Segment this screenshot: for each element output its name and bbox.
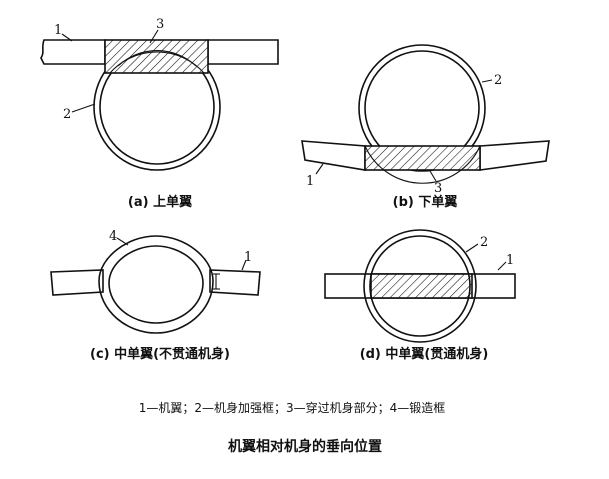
- caption-b: (b) 下单翼: [393, 194, 458, 210]
- wing-left: [40, 39, 106, 65]
- label-frame: 2: [494, 73, 502, 88]
- through-fuselage-part: [104, 39, 209, 74]
- fuselage-frame-outer: [363, 229, 477, 343]
- diagram-d-mid-wing-through: 2 1 (d) 中单翼(贯通机身): [324, 229, 516, 362]
- caption-d: (d) 中单翼(贯通机身): [360, 346, 489, 362]
- diagram-a-high-wing: 1 3 2 (a) 上单翼: [40, 17, 279, 210]
- figure-title: 机翼相对机身的垂向位置: [228, 438, 382, 455]
- fuselage-frame-inner: [369, 235, 471, 337]
- label-wing: 1: [506, 253, 514, 268]
- label-wing: 1: [306, 174, 314, 189]
- figure-legend: 1—机翼；2—机身加强框；3—穿过机身部分；4—锻造框: [139, 400, 446, 415]
- label-through: 3: [434, 181, 442, 196]
- diagram-b-low-wing: 2 1 3 (b) 下单翼: [301, 44, 550, 210]
- label-frame: 2: [63, 107, 71, 122]
- fuselage-frame-outer: [358, 44, 486, 172]
- label-frame: 2: [480, 235, 488, 250]
- wing-right: [207, 39, 279, 65]
- caption-c: (c) 中单翼(不贯通机身): [90, 346, 230, 362]
- label-forged: 4: [109, 229, 117, 244]
- label-wing: 1: [54, 23, 62, 38]
- forged-frame-inner: [108, 245, 204, 324]
- label-wing: 1: [244, 250, 252, 265]
- caption-a: (a) 上单翼: [128, 194, 192, 210]
- wing-left: [301, 140, 366, 171]
- through-fuselage-part: [364, 145, 481, 171]
- label-through: 3: [156, 17, 164, 32]
- through-fuselage-part: [370, 273, 473, 299]
- diagram-c-mid-wing-not-through: 4 1 (c) 中单翼(不贯通机身): [50, 229, 261, 362]
- wing-left: [50, 269, 104, 296]
- forged-frame-outer: [98, 235, 214, 334]
- wing-right: [209, 269, 261, 296]
- wing-right: [479, 140, 550, 171]
